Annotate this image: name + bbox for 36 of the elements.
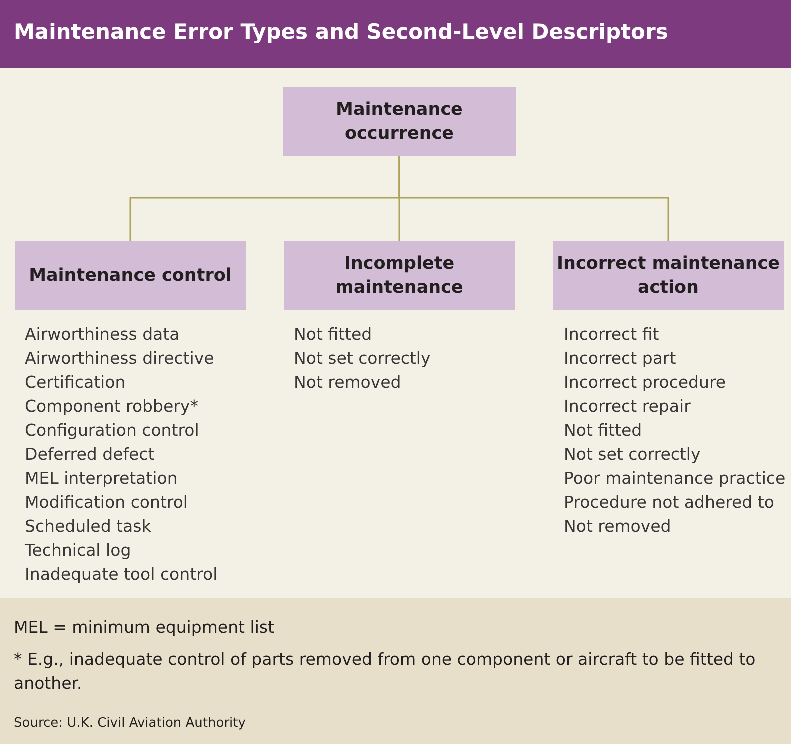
descriptor-text: Modification control — [25, 492, 190, 514]
box-label: Incorrect maintenance action — [556, 254, 780, 298]
descriptor-text: Incorrect procedure — [564, 372, 728, 394]
box-label: Maintenance control — [29, 266, 232, 286]
footnote: * E.g., inadequate control of parts removed from one component or aircraft to be fitted to another. — [14, 649, 757, 695]
category-box — [15, 241, 246, 310]
descriptor-text: Incorrect fit — [564, 324, 660, 346]
category-box — [553, 241, 784, 310]
descriptor-text: Not fitted — [564, 420, 644, 442]
descriptor-text: Scheduled task — [25, 516, 152, 538]
descriptor-text: Technical log — [25, 540, 132, 562]
descriptor-text: Not set correctly — [564, 444, 702, 466]
descriptor-text: MEL interpretation — [25, 468, 179, 490]
box-label: Maintenance occurrence — [336, 100, 463, 144]
descriptor-text: Not fitted — [294, 324, 374, 346]
descriptor-text: Not removed — [564, 516, 672, 538]
descriptor-text: Certification — [25, 372, 127, 394]
box-label: Incomplete maintenance — [336, 254, 464, 298]
connector-line — [398, 156, 670, 241]
descriptor-text: Not removed — [294, 372, 402, 394]
descriptor-text: Poor maintenance practice — [564, 468, 786, 490]
descriptor-text: Incorrect part — [564, 348, 678, 370]
title: Maintenance Error Types and Second-Level Descriptors — [14, 20, 668, 44]
descriptor-text: Not set correctly — [294, 348, 431, 370]
descriptor-text: Airworthiness data — [25, 324, 181, 346]
category-box — [284, 241, 515, 310]
descriptor-text: Component robbery* — [25, 396, 200, 418]
descriptor-text: Incorrect repair — [564, 396, 692, 418]
descriptor-text: Inadequate tool control — [25, 564, 218, 586]
definition-note: MEL = minimum equipment list — [14, 617, 276, 639]
descriptor-text: Deferred defect — [25, 444, 156, 466]
category-box — [283, 87, 516, 156]
source-note: Source: U.K. Civil Aviation Authority — [14, 715, 247, 733]
descriptor-text: Configuration control — [25, 420, 200, 442]
descriptor-text: Procedure not adhered to — [564, 492, 776, 514]
descriptor-text: Airworthiness directive — [25, 348, 216, 370]
